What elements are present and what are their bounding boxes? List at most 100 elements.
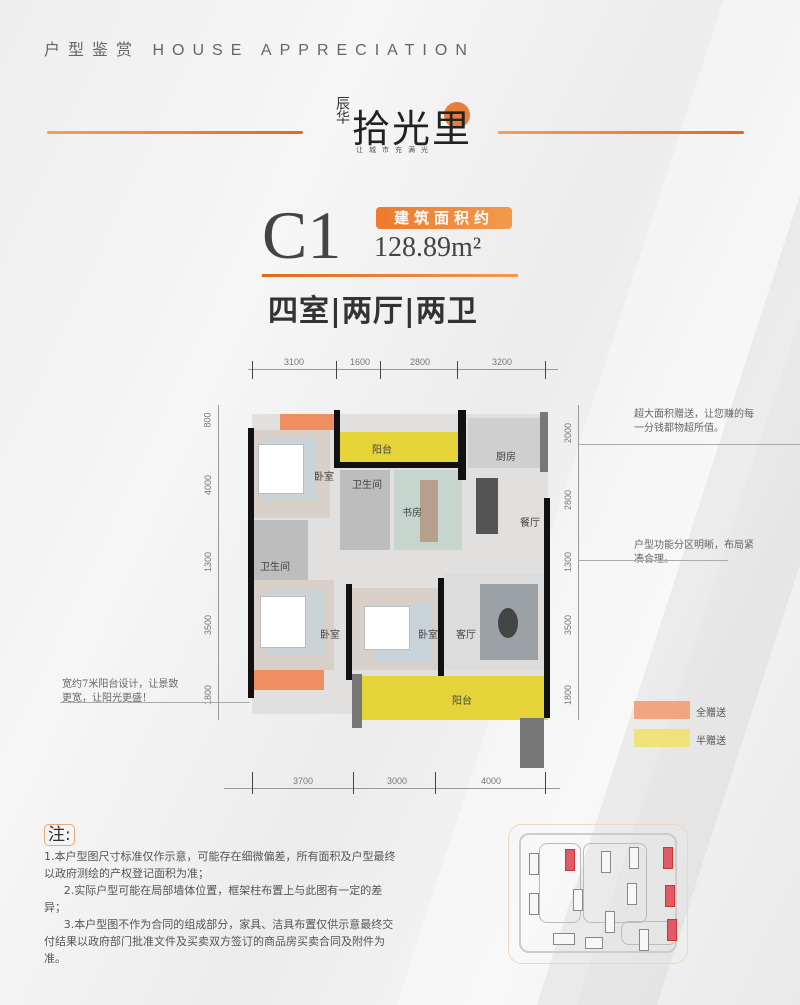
room-balcony-top	[340, 432, 458, 462]
page-header: 户型鉴赏 HOUSE APPRECIATION	[44, 36, 475, 60]
header-title-en: HOUSE APPRECIATION	[152, 42, 475, 59]
building	[529, 893, 539, 915]
dimension-label: 3000	[387, 776, 408, 786]
building	[553, 933, 575, 945]
dimension-label: 3700	[293, 776, 314, 786]
building-highlighted	[667, 919, 677, 941]
dimension-line-bottom	[224, 788, 560, 789]
notes-title: 注:	[44, 824, 75, 846]
area-badge: 建筑面积约	[376, 207, 512, 229]
wall	[334, 410, 340, 462]
building-highlighted	[665, 885, 675, 907]
building	[639, 929, 649, 951]
room-label: 卧室	[418, 630, 438, 641]
room-label: 卧室	[320, 630, 340, 641]
dimension-line-right	[578, 405, 579, 720]
bed-icon	[364, 606, 410, 650]
unit-code: C1	[262, 197, 342, 273]
room-kitchen	[468, 418, 548, 468]
room-label: 卫生间	[352, 480, 382, 491]
dimension-label: 1300	[563, 551, 574, 573]
dining-table-icon	[476, 478, 498, 534]
brand-name: 拾光里	[352, 107, 473, 151]
dimension-label: 2800	[563, 489, 574, 511]
brand-slogan: 让城市充满光	[356, 146, 434, 154]
wall	[346, 584, 352, 680]
brand-logo: 辰华 拾光里 让城市充满光	[334, 90, 474, 160]
dimension-label: 2800	[410, 357, 431, 367]
wall	[352, 674, 362, 728]
dimension-tick	[252, 361, 253, 379]
dimension-label: 1300	[203, 551, 214, 573]
building-highlighted	[663, 847, 673, 869]
dimension-line-top	[248, 369, 558, 370]
callout-layout: 户型功能分区明晰，布局紧凑合理。	[634, 540, 754, 565]
site-road	[583, 843, 647, 923]
wall	[458, 410, 466, 480]
room-label: 餐厅	[520, 518, 540, 529]
coffee-table-icon	[498, 608, 518, 638]
building	[627, 883, 637, 905]
dimension-label: 4000	[203, 474, 214, 496]
wall	[334, 462, 462, 468]
wall	[438, 578, 444, 676]
floor-plan: 卧室 阳台 厨房 卫生间 书房 餐厅 卫生间 卧室 卧室 客厅 阳台	[248, 408, 552, 768]
desk-icon	[420, 480, 438, 542]
dimension-tick	[545, 772, 546, 794]
dimension-tick	[252, 772, 253, 794]
legend-label-half-gift: 半赠送	[696, 736, 726, 747]
room-label: 厨房	[496, 452, 516, 463]
building	[529, 853, 539, 875]
divider-right	[498, 131, 744, 134]
site-boundary	[519, 833, 677, 953]
callout-line	[60, 702, 250, 703]
wall	[540, 412, 548, 472]
bay-window-full-gift	[254, 670, 324, 690]
dimension-label: 3500	[203, 614, 214, 636]
dimension-tick	[353, 772, 354, 794]
dimension-line-left	[218, 405, 219, 720]
room-bathroom-1	[340, 470, 390, 550]
bed-icon	[258, 444, 304, 494]
callout-line	[578, 444, 800, 445]
room-label: 卫生间	[260, 562, 290, 573]
disclaimer-notes: 注: 1.本户型图尺寸标准仅作示意，可能存在细微偏差，所有面积及户型最终以政府测…	[44, 824, 404, 967]
room-label: 阳台	[372, 445, 392, 456]
dimension-label: 2000	[563, 422, 574, 444]
dimension-label: 1600	[350, 357, 371, 367]
wall	[544, 498, 550, 718]
note-item: 1.本户型图尺寸标准仅作示意，可能存在细微偏差，所有面积及户型最终以政府测绘的产…	[44, 850, 396, 880]
sun-icon	[444, 102, 470, 128]
building	[573, 889, 583, 911]
bed-icon	[260, 596, 306, 648]
callout-balcony: 宽约7米阳台设计，让景致更宽，让阳光更盛！	[62, 679, 179, 704]
dimension-tick	[545, 361, 546, 379]
dimension-label: 3100	[284, 357, 305, 367]
dimension-label: 3200	[492, 357, 513, 367]
dimension-label: 1800	[563, 684, 574, 706]
dimension-label: 4000	[481, 776, 502, 786]
legend-swatch-full-gift	[634, 701, 690, 719]
building	[605, 911, 615, 933]
header-title-cn: 户型鉴赏	[44, 42, 141, 59]
layout-summary: 四室|两厅|两卫	[268, 294, 478, 329]
legend-label-full-gift: 全赠送	[696, 708, 726, 719]
bay-window-full-gift	[280, 414, 334, 430]
dimension-label: 800	[202, 412, 213, 428]
room-label: 阳台	[452, 696, 472, 707]
callout-gift-area: 超大面积赠送，让您赚的每一分钱都物超所值。	[634, 409, 754, 434]
divider-left	[47, 131, 303, 134]
dimension-tick	[380, 361, 381, 379]
room-label: 客厅	[456, 630, 476, 641]
building	[629, 847, 639, 869]
dimension-tick	[435, 772, 436, 794]
wall	[520, 718, 544, 768]
dimension-label: 3500	[563, 614, 574, 636]
site-road	[539, 843, 581, 923]
legend-swatch-half-gift	[634, 729, 690, 747]
room-label: 卧室	[314, 472, 334, 483]
room-label: 书房	[402, 508, 422, 519]
building	[601, 851, 611, 873]
dimension-tick	[336, 361, 337, 379]
dimension-tick	[457, 361, 458, 379]
